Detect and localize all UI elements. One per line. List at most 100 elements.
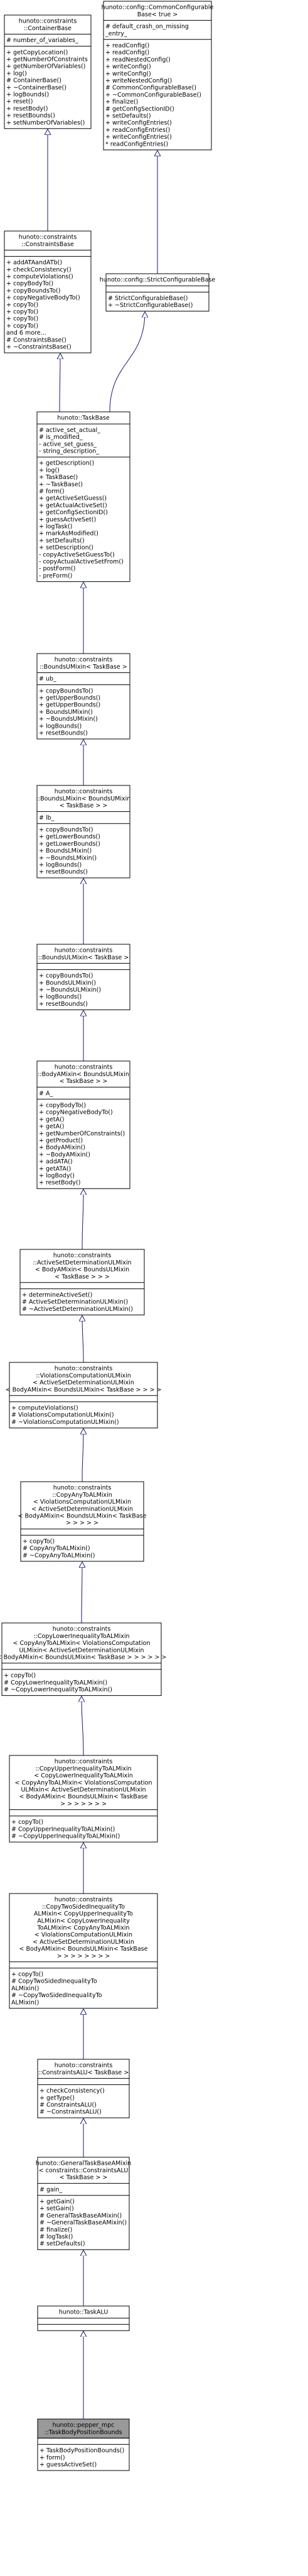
class-box bbox=[36, 785, 130, 878]
class-operation: + copyBoundsTo() bbox=[39, 687, 93, 694]
class-attribute: # number_of_variables_ bbox=[6, 37, 78, 44]
class-operation: + getNumberOfConstraints bbox=[6, 57, 88, 63]
class-title-line: hunoto::constraints bbox=[53, 1485, 112, 1492]
class-operation: + ~BoundsLMixin() bbox=[39, 854, 97, 861]
class-operation: + copyNegativeBodyTo() bbox=[39, 1109, 113, 1116]
class-operation: + form() bbox=[40, 2454, 65, 2461]
class-operation: + copyTo() bbox=[6, 301, 38, 308]
class-node-task-body-position-bounds[interactable]: hunoto::pepper_mpc::TaskBodyPositionBoun… bbox=[37, 2418, 130, 2471]
class-node-copy-upper-inequality-to-al-mixin[interactable]: hunoto::constraints::CopyUpperInequality… bbox=[9, 1755, 158, 1843]
class-title-line: < CopyAnyToALMixin< ViolationsComputatio… bbox=[13, 1640, 151, 1647]
class-operation: + TaskBodyPositionBounds() bbox=[40, 2447, 124, 2454]
inheritance-edge-copy-upper-inequality-to-al-mixin-to-copy-lower-inequality-to-al-mixin bbox=[82, 1696, 83, 1756]
class-operation: + getType() bbox=[40, 2094, 75, 2101]
class-operation: + markAsModified() bbox=[39, 531, 98, 537]
class-node-task-alu[interactable]: hunoto::TaskALU bbox=[37, 2305, 130, 2331]
class-node-container-base[interactable]: hunoto::constraints::ContainerBase# numb… bbox=[4, 14, 92, 129]
class-title-line: ::ConstraintsALU< TaskBase > bbox=[38, 2069, 129, 2076]
class-operation: # ConstraintsBase() bbox=[6, 337, 66, 343]
class-operation: # ~CopyTwoSidedInequalityTo bbox=[11, 1992, 102, 1999]
inheritance-edges bbox=[48, 129, 157, 2419]
class-title-line: ULMixin< ActiveSetDeterminationULMixin bbox=[19, 1647, 144, 1654]
class-node-body-a-mixin[interactable]: hunoto::constraints::BodyAMixin< BoundsU… bbox=[36, 1060, 130, 1189]
class-operation: # ContainerBase() bbox=[6, 77, 61, 84]
class-title-line: ALMixin< CopyLowerInequality bbox=[37, 1917, 130, 1924]
class-title-line: < BodyAMixin< BoundsULMixin bbox=[35, 1266, 129, 1273]
class-operation: + resetBounds() bbox=[39, 730, 88, 737]
class-title-line: hunoto::constraints bbox=[55, 789, 113, 795]
class-operation: + writeConfig() bbox=[105, 63, 151, 70]
class-operation: + logBounds() bbox=[39, 994, 82, 1001]
class-title-line: hunoto::constraints bbox=[55, 1897, 113, 1904]
class-node-common-configurable-base[interactable]: hunoto::config::CommonConfigurableBase< … bbox=[102, 1, 214, 151]
class-operation: # ~CopyAnyToALMixin() bbox=[23, 1552, 95, 1559]
class-title-line: hunoto::constraints bbox=[19, 18, 77, 25]
class-title-line: < CopyAnyToALMixin< ViolationsComputatio… bbox=[15, 1779, 152, 1786]
class-box bbox=[105, 273, 210, 312]
class-operation: # ~ActiveSetDeterminationULMixin() bbox=[22, 1306, 133, 1313]
class-operation: + guessActiveSet() bbox=[40, 2462, 97, 2469]
class-operation: + copyTo() bbox=[4, 1673, 36, 1679]
class-operation: + copyTo() bbox=[6, 309, 38, 316]
class-node-bounds-ul-mixin[interactable]: hunoto::constraints::BoundsULMixin< Task… bbox=[36, 944, 130, 1010]
class-operation: + logBody() bbox=[39, 1173, 75, 1180]
class-title-line: < ActiveSetDeterminationULMixin bbox=[33, 1379, 134, 1386]
class-operation: + copyBoundsTo() bbox=[39, 973, 93, 979]
class-node-general-task-base-a-mixin[interactable]: hunoto::GeneralTaskBaseAMixin< constrain… bbox=[36, 2157, 132, 2250]
class-node-violations-computation-ul-mixin[interactable]: hunoto::constraints::ViolationsComputati… bbox=[6, 1362, 162, 1428]
class-node-strict-configurable-base[interactable]: hunoto::config::StrictConfigurableBase# … bbox=[100, 273, 216, 312]
class-title-line: hunoto::config::StrictConfigurableBase bbox=[100, 277, 216, 284]
class-title-line: ToALMixin< CopyAnyToALMixin bbox=[36, 1925, 129, 1932]
class-title-line: < TaskBase > > bbox=[60, 802, 108, 809]
class-box bbox=[36, 653, 130, 740]
class-node-constraints-alu[interactable]: hunoto::constraints::ConstraintsALU< Tas… bbox=[37, 2059, 130, 2118]
class-title-line: < BodyAMixin< BoundsULMixin< TaskBase > … bbox=[6, 1386, 162, 1393]
class-operation: + readConfig() bbox=[105, 50, 149, 57]
class-operation: # getConfigSectionID() bbox=[105, 105, 174, 112]
class-operation: + copyNegativeBodyTo() bbox=[6, 294, 80, 301]
class-node-copy-any-to-al-mixin[interactable]: hunoto::constraints::CopyAnyToALMixin< V… bbox=[18, 1481, 147, 1562]
class-operation: + addATA() bbox=[39, 1158, 73, 1165]
class-node-task-base[interactable]: hunoto::TaskBase# active_set_actual_# is… bbox=[36, 411, 130, 582]
class-title-line: hunoto::constraints bbox=[55, 2062, 113, 2069]
class-attribute: # active_set_actual_ bbox=[39, 427, 100, 434]
class-operation: + getLowerBounds() bbox=[39, 834, 100, 841]
class-operation: # ~ConstraintsALU() bbox=[40, 2109, 102, 2116]
class-operation: and 6 more... bbox=[6, 330, 46, 337]
class-operation: + logBounds() bbox=[39, 723, 82, 730]
class-operation: + ~TaskBase() bbox=[39, 481, 83, 488]
class-box bbox=[9, 1755, 158, 1843]
class-operation: + getA() bbox=[39, 1123, 65, 1130]
class-operation: + ~BoundsULMixin() bbox=[39, 987, 101, 994]
class-operation: + copyTo() bbox=[23, 1538, 55, 1545]
class-operation: + copyTo() bbox=[6, 323, 38, 330]
class-operation: + copyTo() bbox=[6, 316, 38, 323]
class-node-constraints-base[interactable]: hunoto::constraints::ConstraintsBase+ ad… bbox=[4, 230, 92, 353]
class-operation: + ~CommonConfigurableBase() bbox=[105, 92, 201, 99]
class-node-copy-lower-inequality-to-al-mixin[interactable]: hunoto::constraints::CopyLowerInequality… bbox=[0, 1622, 166, 1696]
class-operation: + getActualActiveSet() bbox=[39, 502, 107, 509]
class-operation: ALMixin() bbox=[11, 1985, 39, 1992]
class-attribute: # gain_ bbox=[40, 2186, 62, 2193]
class-node-bounds-l-mixin[interactable]: hunoto::constraints::BoundsLMixin< Bound… bbox=[36, 785, 131, 878]
class-box bbox=[9, 1362, 158, 1428]
class-operation: + reset() bbox=[6, 99, 33, 105]
class-node-bounds-u-mixin[interactable]: hunoto::constraints::BoundsUMixin< TaskB… bbox=[36, 653, 130, 740]
class-operation: + logTask() bbox=[39, 524, 72, 531]
class-operation: + getCopyLocation() bbox=[6, 49, 68, 56]
class-operation: + finalize() bbox=[105, 99, 138, 105]
class-operation: + getProduct() bbox=[39, 1138, 83, 1145]
class-operation: + getUpperBounds() bbox=[39, 695, 100, 702]
class-title-line: < ActiveSetDeterminationULMixin bbox=[31, 1506, 133, 1512]
class-title-line: < TaskBase > > bbox=[60, 1078, 108, 1085]
class-operation: + setDefaults() bbox=[105, 113, 151, 120]
class-attribute: # ub_ bbox=[39, 676, 56, 682]
class-operation: + copyBoundsTo() bbox=[39, 827, 93, 834]
class-node-copy-two-sided-inequality-to-al-mixin[interactable]: hunoto::constraints::CopyTwoSidedInequal… bbox=[9, 1893, 158, 2009]
class-operation: + writeNestedConfig() bbox=[105, 78, 172, 85]
class-operation: + BoundsLMixin() bbox=[39, 848, 92, 854]
class-operation: + ~ConstraintsBase() bbox=[6, 344, 72, 351]
class-box bbox=[103, 1, 212, 151]
inheritance-edge-copy-any-to-al-mixin-to-violations-computation-ul-mixin bbox=[82, 1428, 83, 1482]
class-node-active-set-determination-ul-mixin[interactable]: hunoto::constraints::ActiveSetDeterminat… bbox=[19, 1249, 145, 1315]
